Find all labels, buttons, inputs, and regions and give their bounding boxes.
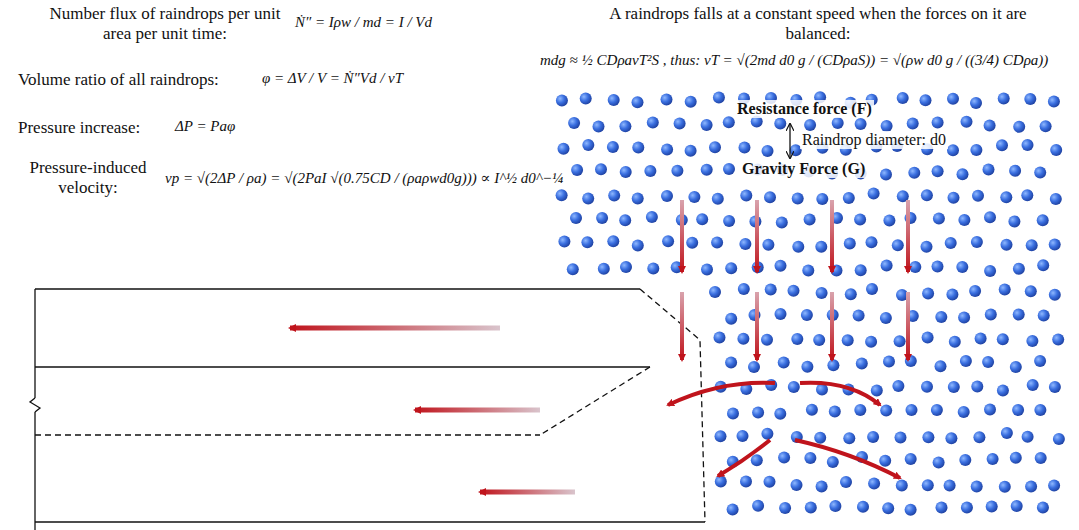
formula: ΔP = Paφ [175,118,235,135]
falling-arrows [682,200,908,360]
formula: Ṅ″ = Iρw / md = I / Vd [295,14,432,31]
label: Raindrop diameter: d0 [800,131,948,149]
label: Gravity Force (G) [740,160,867,178]
building-outline [30,289,705,530]
label: Volume ratio of all raindrops: [18,70,219,90]
label: Number flux of raindrops per unit area p… [40,4,290,43]
spreading-arrows [668,383,900,478]
label: A raindrops falls at a constant speed wh… [592,4,1044,43]
formula: φ = ΔV / V = Ṅ″Vd / vT [262,70,403,87]
formula: vp = √(2ΔP / ρa) = √(2PaI √(0.75CD / (ρa… [165,170,563,187]
label: Pressure increase: [18,118,140,138]
formula: mdg ≈ ½ CDρavT²S , thus: vT = √(2md d0 g… [540,52,1048,69]
raindrops [556,91,1065,515]
label: Pressure-induced velocity: [18,158,158,197]
outflow-arrows [290,328,575,492]
diameter-arrow [789,124,790,158]
label: Resistance force (F) [735,100,874,118]
